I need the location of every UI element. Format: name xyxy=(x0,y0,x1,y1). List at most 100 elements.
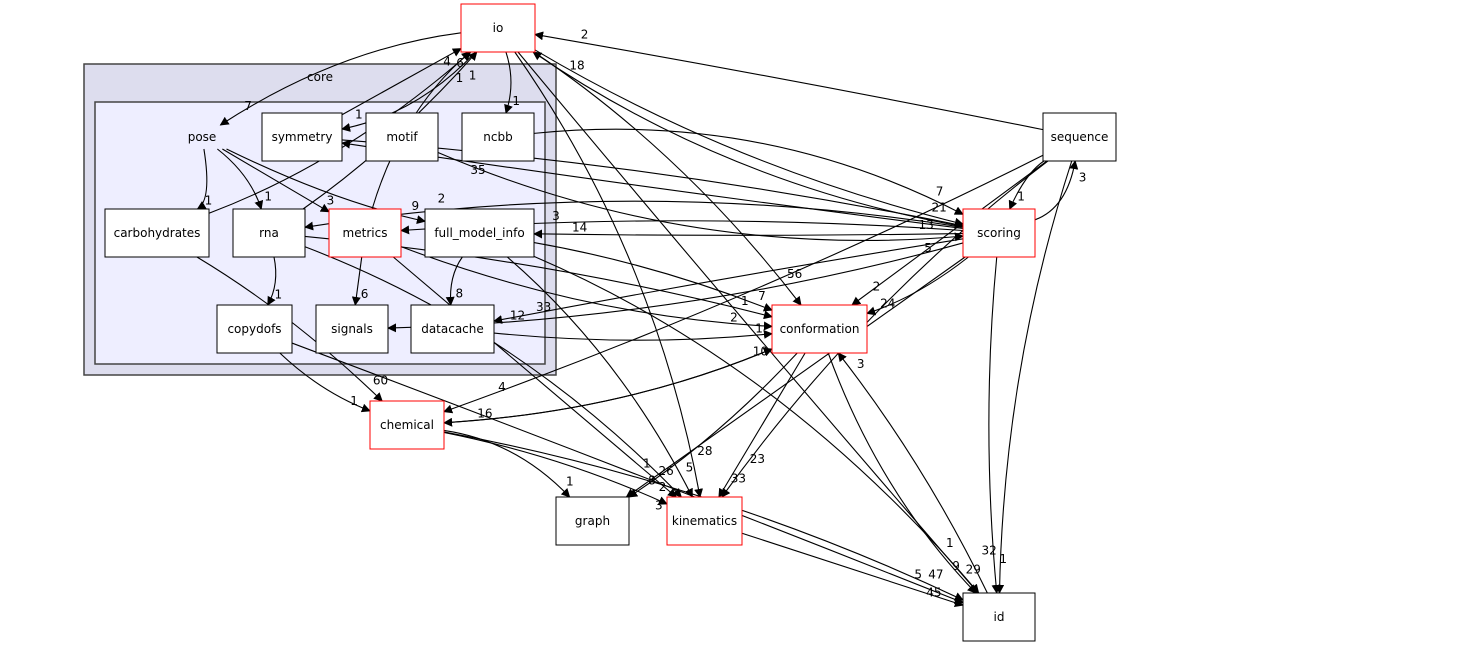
edge-count-label[interactable]: 32 xyxy=(982,544,997,558)
edge-conformation-to-kinematics[interactable] xyxy=(718,352,806,498)
edge-datacache-to-conformation[interactable] xyxy=(493,329,773,341)
edge-full_model_info-to-id[interactable] xyxy=(533,255,980,594)
edge-count-label[interactable]: 1 xyxy=(264,190,272,204)
edge-count-label[interactable]: 35 xyxy=(470,163,485,177)
edge-full_model_info-to-kinematics[interactable] xyxy=(506,256,693,498)
node-conformation[interactable]: conformation xyxy=(771,304,868,354)
edge-count-label[interactable]: 1 xyxy=(755,322,763,336)
node-rna[interactable]: rna xyxy=(232,208,306,258)
edge-count-label[interactable]: 3 xyxy=(1079,170,1087,184)
edge-count-label[interactable]: 21 xyxy=(931,201,946,215)
edge-sequence-to-scoring[interactable] xyxy=(1008,160,1045,210)
edge-symmetry-to-io[interactable] xyxy=(341,48,462,116)
edge-count-label[interactable]: 6 xyxy=(361,287,369,301)
edge-count-label[interactable]: 18 xyxy=(569,59,584,73)
edge-sequence-to-io[interactable] xyxy=(534,31,1044,131)
edge-sequence-to-conformation[interactable] xyxy=(851,160,1048,306)
edge-count-label[interactable]: 1 xyxy=(355,107,363,121)
edge-scoring-to-id[interactable] xyxy=(988,256,1001,594)
edge-motif-to-scoring[interactable] xyxy=(437,151,964,242)
edge-count-label[interactable]: 23 xyxy=(750,452,765,466)
edge-count-label[interactable]: 5 xyxy=(914,567,922,581)
node-scoring[interactable]: scoring xyxy=(962,208,1036,258)
edge-scoring-to-sequence[interactable] xyxy=(1034,160,1079,221)
node-id[interactable]: id xyxy=(962,592,1036,642)
edge-pose-to-full_model_info[interactable] xyxy=(226,148,426,225)
edge-metrics-to-signals[interactable] xyxy=(351,256,363,306)
edge-count-label[interactable]: 26 xyxy=(658,464,673,478)
edge-sequence-to-id[interactable] xyxy=(995,160,1073,594)
edge-count-label[interactable]: 56 xyxy=(787,267,802,281)
edge-count-label[interactable]: 4 xyxy=(443,55,451,69)
edge-count-label[interactable]: 60 xyxy=(373,373,388,387)
edge-count-label[interactable]: 16 xyxy=(477,407,492,421)
edge-count-label[interactable]: 10 xyxy=(753,345,768,359)
edge-count-label[interactable]: 1 xyxy=(205,193,213,207)
edge-count-label[interactable]: 5 xyxy=(924,241,932,255)
edge-count-label[interactable]: 1 xyxy=(456,71,464,85)
node-motif[interactable]: motif xyxy=(365,112,439,162)
edge-count-label[interactable]: 33 xyxy=(731,471,746,485)
edge-count-label[interactable]: 28 xyxy=(697,444,712,458)
edge-metrics-to-kinematics[interactable] xyxy=(392,256,677,498)
edge-conformation-to-id[interactable] xyxy=(827,352,977,594)
edge-full_model_info-to-datacache[interactable] xyxy=(445,256,463,306)
edge-io-to-symmetry[interactable] xyxy=(341,51,476,132)
edge-count-label[interactable]: 1 xyxy=(512,94,520,108)
edge-sequence-to-kinematics[interactable] xyxy=(721,160,1049,498)
node-io[interactable]: io xyxy=(460,3,536,53)
node-carbohydrates[interactable]: carbohydrates xyxy=(104,208,210,258)
edge-count-label[interactable]: 6 xyxy=(456,56,464,70)
node-signals[interactable]: signals xyxy=(315,304,389,354)
node-chemical[interactable]: chemical xyxy=(369,400,445,450)
node-ncbb[interactable]: ncbb xyxy=(461,112,535,162)
edge-count-label[interactable]: 9 xyxy=(411,199,419,213)
edge-count-label[interactable]: 12 xyxy=(510,308,525,322)
edge-rna-to-kinematics[interactable] xyxy=(304,246,682,498)
node-sequence[interactable]: sequence xyxy=(1042,112,1117,162)
edge-count-label[interactable]: 8 xyxy=(456,286,464,300)
edge-count-label[interactable]: 1 xyxy=(741,294,749,308)
edge-count-label[interactable]: 45 xyxy=(926,585,941,599)
edge-count-label[interactable]: 1 xyxy=(469,69,477,83)
node-kinematics[interactable]: kinematics xyxy=(666,496,743,546)
edge-count-label[interactable]: 1 xyxy=(643,457,651,471)
edge-chemical-to-graph[interactable] xyxy=(443,429,571,498)
edge-count-label[interactable]: 2 xyxy=(659,480,667,494)
edge-count-label[interactable]: 29 xyxy=(966,563,981,577)
edge-count-label[interactable]: 47 xyxy=(928,568,943,582)
edge-io-to-ncbb[interactable] xyxy=(504,51,513,114)
edge-count-label[interactable]: 4 xyxy=(498,380,506,394)
edge-count-label[interactable]: 7 xyxy=(758,289,766,303)
edge-pose-to-carbohydrates[interactable] xyxy=(196,148,208,210)
edge-count-label[interactable]: 13 xyxy=(918,218,933,232)
node-datacache[interactable]: datacache xyxy=(410,304,495,354)
edge-count-label[interactable]: 7 xyxy=(244,99,252,113)
edge-count-label[interactable]: 3 xyxy=(552,209,560,223)
edge-count-label[interactable]: 5 xyxy=(686,461,694,475)
edge-conformation-to-graph[interactable] xyxy=(628,352,798,498)
edge-scoring-to-graph[interactable] xyxy=(625,256,966,498)
edge-rna-to-copydofs[interactable] xyxy=(267,256,277,306)
edge-count-label[interactable]: 7 xyxy=(936,184,944,198)
node-graph[interactable]: graph xyxy=(555,496,630,546)
edge-count-label[interactable]: 33 xyxy=(536,300,551,314)
edge-count-label[interactable]: 9 xyxy=(952,559,960,573)
edge-count-label[interactable]: 1 xyxy=(566,474,574,488)
edge-count-label[interactable]: 8 xyxy=(648,474,656,488)
edge-ncbb-to-scoring[interactable] xyxy=(533,128,964,215)
edge-count-label[interactable]: 2 xyxy=(438,192,446,206)
edge-count-label[interactable]: 1 xyxy=(275,288,283,302)
edge-id-to-conformation[interactable] xyxy=(837,352,988,594)
node-full_model_info[interactable]: full_model_info xyxy=(424,208,535,258)
edge-copydofs-to-id[interactable] xyxy=(291,342,964,604)
edge-sequence-to-chemical[interactable] xyxy=(443,154,1044,414)
edge-count-label[interactable]: 3 xyxy=(857,357,865,371)
node-symmetry[interactable]: symmetry xyxy=(261,112,343,162)
edge-count-label[interactable]: 1 xyxy=(350,394,358,408)
edge-full_model_info-to-conformation[interactable] xyxy=(533,242,773,312)
edge-io-to-pose[interactable] xyxy=(219,32,462,126)
edge-conformation-to-chemical[interactable] xyxy=(443,348,773,427)
edge-io-to-scoring[interactable] xyxy=(534,49,964,227)
edge-count-label[interactable]: 1 xyxy=(1017,189,1025,203)
